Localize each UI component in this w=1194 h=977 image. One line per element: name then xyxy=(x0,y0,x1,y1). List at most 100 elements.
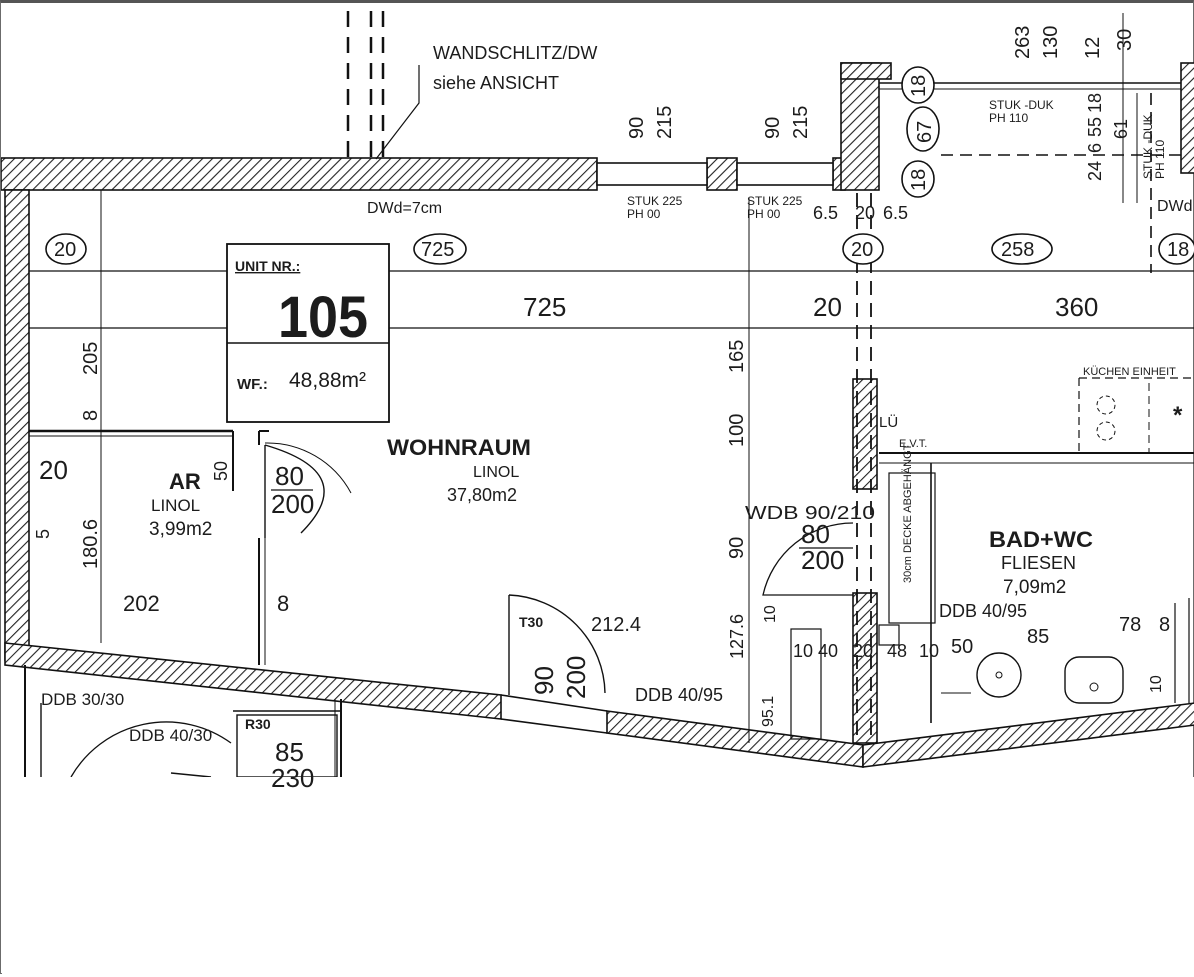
south-wall-mid xyxy=(606,710,864,768)
evt-label: E.V.T. xyxy=(899,438,927,450)
dim-8a: 8 xyxy=(80,410,102,421)
openings: STUK 225 PH 00 STUK 225 PH 00 STUK -DUK … xyxy=(41,98,1183,745)
dim-61: 61 xyxy=(1111,119,1131,139)
dimensions: 725 20 360 205 8 20 5 180.6 202 8 50 80 … xyxy=(33,26,1170,793)
south-wall-right xyxy=(862,702,1194,768)
ceiling-label: 30cm DECKE ABGEHÄNGT xyxy=(902,443,914,583)
dim-90-t1: 90 xyxy=(626,117,648,139)
dim-50b: 50 xyxy=(951,636,973,658)
dim-6-5a: 6.5 xyxy=(813,203,838,223)
wdb-label: WDB 90/210 xyxy=(745,503,875,523)
circled-18-low: 18 xyxy=(908,169,930,191)
unit-label: UNIT NR.: xyxy=(235,258,300,274)
dim-202: 202 xyxy=(123,591,160,616)
shaft-top xyxy=(840,62,892,80)
ph-c: PH 110 xyxy=(989,111,1028,125)
note-slot-1: WANDSCHLITZ/DW xyxy=(433,43,597,63)
ph-b: PH 00 xyxy=(747,207,781,221)
floor-plan: UNIT NR.: 105 WF.: 48,88m² 20 725 20 258… xyxy=(1,11,1194,976)
ddb-bad: DDB 40/95 xyxy=(939,601,1027,621)
dim-90b: 90 xyxy=(529,666,559,695)
dim-20: 20 xyxy=(813,292,842,322)
dim-8b: 8 xyxy=(277,591,289,616)
dim-95-1: 95.1 xyxy=(760,696,777,727)
dim-20c: 20 xyxy=(855,203,875,223)
dim-48: 48 xyxy=(887,641,907,661)
dim-10c: 10 xyxy=(1148,675,1165,693)
room-bad-floor: FLIESEN xyxy=(1001,553,1076,573)
interior-lines xyxy=(24,11,1194,778)
dim-78: 78 xyxy=(1119,614,1141,636)
dim-80b: 80 xyxy=(801,519,830,549)
dim-205: 205 xyxy=(80,342,102,375)
room-labels: WOHNRAUM LINOL 37,80m2 AR LINOL 3,99m2 B… xyxy=(149,435,1093,598)
wf-value: 48,88m² xyxy=(289,369,366,392)
room-bad-name: BAD+WC xyxy=(989,527,1093,552)
dim-10-40: 10 40 xyxy=(793,641,838,661)
lu-label: LÜ xyxy=(879,413,898,431)
dim-90-t2: 90 xyxy=(762,117,784,139)
t30-label: T30 xyxy=(519,614,543,630)
dim-50: 50 xyxy=(211,461,231,481)
dim-8c: 8 xyxy=(1159,614,1170,636)
window-2 xyxy=(736,162,834,186)
dim-24: 24 xyxy=(1085,161,1105,181)
dim-200a: 200 xyxy=(271,489,314,519)
ph-d: PH 110 xyxy=(1153,140,1167,179)
unit-box: UNIT NR.: 105 WF.: 48,88m² xyxy=(226,243,390,423)
dim-5: 5 xyxy=(33,529,53,539)
dim-263: 263 xyxy=(1012,26,1034,59)
top-wall-left xyxy=(1,157,598,191)
dim-10: 10 xyxy=(762,605,779,623)
circled-dims xyxy=(45,66,1194,265)
note-dwd-right: DWd xyxy=(1157,198,1193,215)
dim-85a: 85 xyxy=(275,737,304,767)
dim-725: 725 xyxy=(523,292,566,322)
circled-20-mid: 20 xyxy=(851,239,873,261)
circled-18-right: 18 xyxy=(1167,239,1189,261)
room-wohnraum-area: 37,80m2 xyxy=(447,485,517,505)
dim-20b: 20 xyxy=(39,455,68,485)
dim-215-t2: 215 xyxy=(790,106,812,139)
dim-130: 130 xyxy=(1040,26,1062,59)
dim-18: 18 xyxy=(1085,93,1105,113)
room-ar-area: 3,99m2 xyxy=(149,519,212,540)
dim-10b: 10 xyxy=(919,641,939,661)
dim-30: 30 xyxy=(1114,29,1136,51)
dim-12: 12 xyxy=(1082,37,1104,59)
right-top-wall xyxy=(1180,62,1194,174)
dim-127-6: 127.6 xyxy=(727,614,747,659)
ph-a: PH 00 xyxy=(627,207,661,221)
notes: WANDSCHLITZ/DW siehe ANSICHT DWd=7cm DWd xyxy=(367,43,1193,217)
note-slot-2: siehe ANSICHT xyxy=(433,73,559,93)
dim-6: 6 xyxy=(1085,143,1105,153)
dim-200c: 200 xyxy=(561,656,591,699)
dim-230: 230 xyxy=(271,763,314,793)
room-wohnraum-name: WOHNRAUM xyxy=(387,435,531,460)
bottom-walls xyxy=(4,642,1194,768)
room-ar-floor: LINOL xyxy=(151,496,200,515)
r30-label: R30 xyxy=(245,716,271,732)
room-ar-name: AR xyxy=(169,469,201,494)
circled-67: 67 xyxy=(914,121,936,143)
ddb-bl2: DDB 40/30 xyxy=(129,726,212,745)
stuk-c: STUK -DUK xyxy=(989,98,1054,112)
shaft-wall xyxy=(840,62,880,191)
stuk-b: STUK 225 xyxy=(747,194,803,208)
dim-360: 360 xyxy=(1055,292,1098,322)
note-dwd: DWd=7cm xyxy=(367,200,442,217)
left-wall xyxy=(4,189,30,661)
ddb-bl1: DDB 30/30 xyxy=(41,690,124,709)
dim-165: 165 xyxy=(726,340,748,373)
dim-90a: 90 xyxy=(726,537,748,559)
room-wohnraum-floor: LINOL xyxy=(473,464,519,481)
room-bad-area: 7,09m2 xyxy=(1003,577,1066,598)
dim-100: 100 xyxy=(726,414,748,447)
ddb-south: DDB 40/95 xyxy=(635,685,723,705)
top-wall-mid xyxy=(706,157,738,191)
dim-212-4: 212.4 xyxy=(591,614,641,636)
blank-area xyxy=(2,777,1194,976)
dim-180-6: 180.6 xyxy=(80,519,102,569)
circled-18-top: 18 xyxy=(908,75,930,97)
